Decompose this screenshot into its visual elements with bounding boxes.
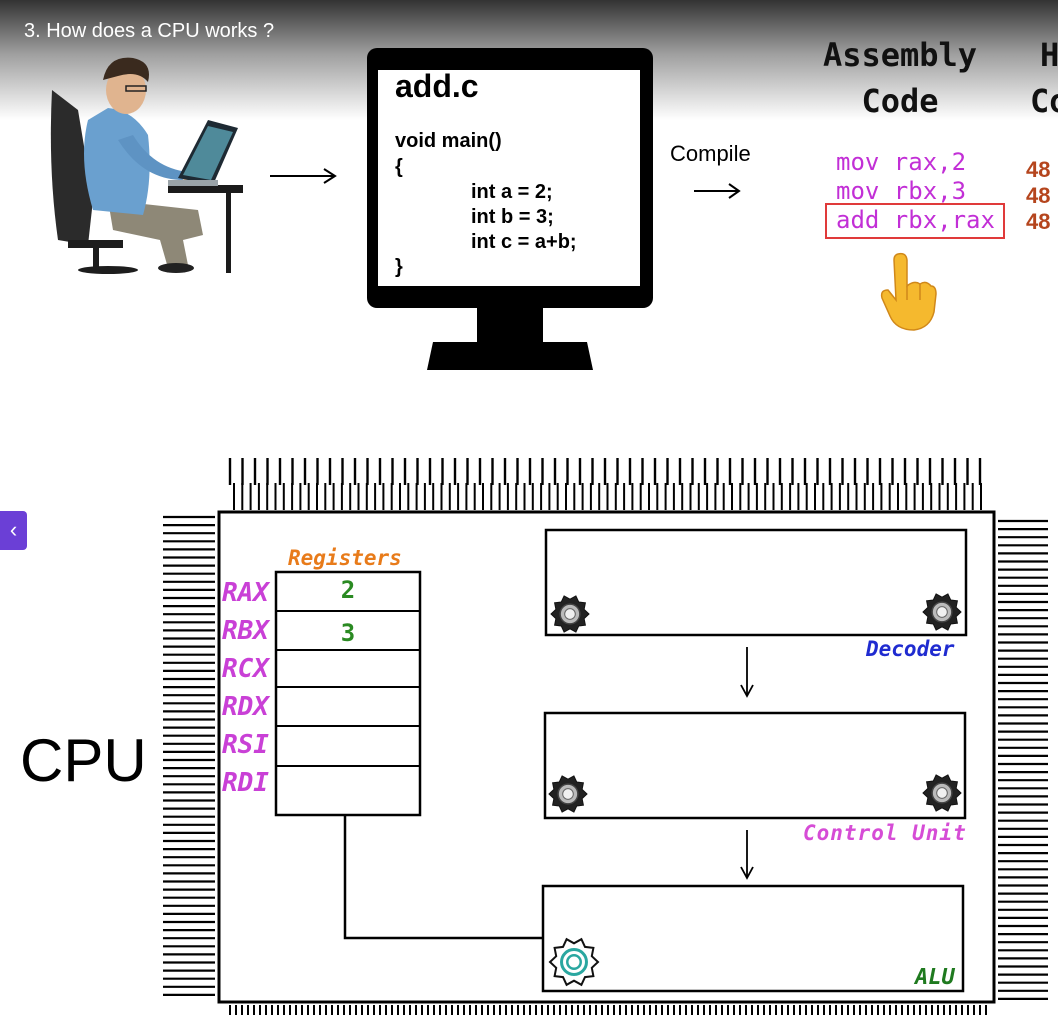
assembly-heading: Assembly (822, 36, 978, 74)
source-line: int c = a+b; (471, 231, 577, 253)
register-value: 3 (340, 619, 356, 647)
pointing-hand-icon (880, 252, 937, 331)
hex-heading: H (1040, 36, 1058, 74)
decoder-box (544, 528, 968, 637)
registers-table (274, 570, 422, 817)
hex-heading-2: Co (1030, 82, 1058, 120)
decoder-label: Decoder (866, 637, 955, 661)
hex-value: 48 (1026, 157, 1051, 182)
registers-heading: Registers (288, 546, 402, 570)
alu-label: ALU (915, 965, 955, 990)
collapse-sidebar-button[interactable]: ‹ (0, 511, 27, 550)
source-line: { (395, 156, 403, 178)
source-line: int a = 2; (471, 181, 553, 203)
gear-icon (922, 774, 962, 812)
page-title: 3. How does a CPU works ? (24, 20, 275, 42)
source-line: void main() (395, 130, 502, 152)
hex-value: 48 (1026, 183, 1051, 208)
register-name: RSI (222, 730, 269, 760)
arrow-right-icon (694, 183, 741, 199)
gear-icon (550, 595, 590, 633)
register-name: RCX (222, 654, 269, 684)
cpu-chip (163, 458, 1048, 1015)
assembly-line: mov rbx,3 (836, 177, 967, 205)
assembly-line-highlighted: add rbx,rax (836, 206, 995, 234)
register-name: RDI (222, 768, 269, 798)
compile-label: Compile (670, 141, 751, 166)
register-name: RDX (222, 692, 269, 722)
arrow-right-icon (270, 168, 337, 184)
register-alu-connector (343, 815, 543, 940)
register-value: 2 (340, 576, 356, 604)
programmer-illustration (50, 57, 243, 274)
gear-icon (922, 593, 962, 631)
chevron-left-icon: ‹ (9, 517, 18, 542)
control-unit-box (543, 711, 967, 820)
highlight-box (825, 203, 1005, 239)
monitor-screen (378, 70, 640, 286)
source-line: int b = 3; (471, 206, 554, 228)
source-line: } (395, 256, 403, 278)
gear-icon (548, 937, 600, 987)
assembly-heading-2: Code (861, 82, 939, 120)
control-unit-label: Control Unit (803, 821, 967, 845)
source-filename: add.c (395, 68, 479, 104)
register-name: RAX (222, 578, 269, 608)
monitor-stand (427, 306, 593, 370)
gear-icon (548, 775, 588, 813)
register-name: RBX (222, 616, 269, 646)
cpu-label: CPU (20, 727, 147, 794)
assembly-line: mov rax,2 (836, 148, 967, 176)
hex-value: 48 (1026, 209, 1051, 234)
alu-box (541, 884, 965, 993)
